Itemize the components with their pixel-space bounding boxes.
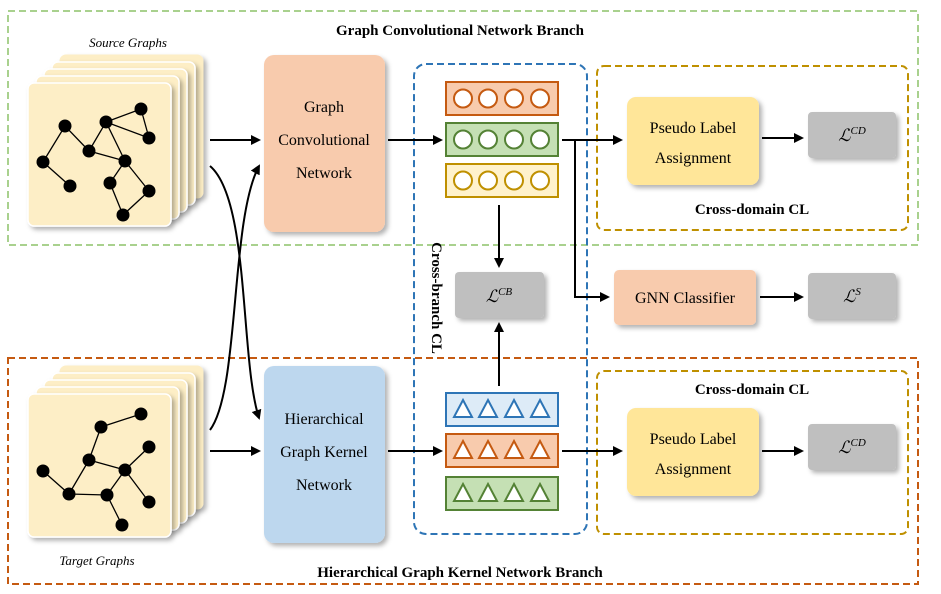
target-graphs-label: Target Graphs (59, 553, 134, 568)
loss-cd-top-shape (808, 112, 896, 158)
cross-branch-title: Cross-branch CL (428, 242, 444, 354)
loss-cb-shape (455, 272, 544, 318)
source-graph-stack (27, 54, 204, 227)
loss-cd-top-superscript: CD (850, 125, 865, 137)
gcn-feature-row-orange (445, 81, 559, 116)
arrow-features-to-classifier (574, 140, 610, 302)
gcn-branch-frame (7, 10, 919, 246)
gcn-box: Graph Convolutional Network (264, 55, 385, 232)
loss-s-superscript: S (855, 286, 861, 298)
loss-cb-box: ℒCB (455, 272, 544, 318)
hgkn-feature-row-blue (445, 392, 559, 427)
gcn-box-shape (264, 55, 385, 232)
loss-symbol: ℒ (838, 438, 851, 457)
gnn-classifier-label: GNN Classifier (635, 290, 736, 307)
loss-cd-box-top: ℒCD (808, 112, 896, 158)
pseudo-bottom-shape (627, 408, 759, 496)
top-branch-title: Graph Convolutional Network Branch (336, 23, 585, 39)
hgkn-box: Hierarchical Graph Kernel Network (264, 366, 385, 543)
loss-s-box: ℒS (808, 273, 896, 319)
gcn-label-line1: Graph (304, 99, 344, 116)
loss-symbol: ℒ (838, 126, 851, 145)
hgkn-label-line2: Graph Kernel (280, 444, 368, 461)
gnn-classifier-shape (614, 270, 756, 325)
hgkn-label-line1: Hierarchical (284, 411, 364, 428)
pseudo-label-box-bottom: Pseudo Label Assignment (627, 408, 759, 496)
target-graph-stack (27, 365, 204, 538)
loss-symbol: ℒ (843, 287, 856, 306)
pseudo-top-line2: Assignment (655, 150, 732, 167)
target-graph-nodes (36, 407, 156, 532)
pseudo-label-box-top: Pseudo Label Assignment (627, 97, 759, 185)
gnn-classifier-box: GNN Classifier (614, 270, 756, 325)
hgkn-feature-row-orange (445, 433, 559, 468)
loss-cb-text: ℒCB (486, 286, 513, 306)
bottom-branch-title: Hierarchical Graph Kernel Network Branch (317, 565, 603, 581)
hgkn-branch-frame (7, 357, 919, 585)
cross-domain-title-bottom: Cross-domain CL (695, 382, 809, 398)
loss-symbol: ℒ (486, 287, 499, 306)
hgkn-box-shape (264, 366, 385, 543)
loss-s-text: ℒS (843, 286, 861, 306)
source-graph-nodes (36, 102, 156, 222)
hgkn-feature-row-green (445, 476, 559, 511)
arrow-source-to-hgkn (209, 165, 262, 420)
loss-cd-bottom-shape (808, 424, 896, 470)
loss-cd-bottom-text: ℒCD (838, 437, 866, 457)
loss-cb-superscript: CB (498, 286, 512, 298)
arrow-target-to-gcn (209, 164, 260, 431)
cross-domain-frame-top (596, 65, 909, 231)
loss-cd-bottom-superscript: CD (850, 437, 865, 449)
loss-cd-top-text: ℒCD (838, 125, 866, 145)
pseudo-top-shape (627, 97, 759, 185)
gcn-label-line3: Network (296, 165, 352, 182)
connector-arrows (209, 133, 804, 456)
cross-domain-title-top: Cross-domain CL (695, 202, 809, 218)
gcn-label-line2: Convolutional (278, 132, 370, 149)
cross-branch-frame (413, 63, 588, 535)
cross-domain-frame-bottom (596, 370, 909, 535)
pseudo-bottom-line2: Assignment (655, 461, 732, 478)
hgkn-label-line3: Network (296, 477, 352, 494)
gcn-feature-row-green (445, 122, 559, 157)
loss-cd-box-bottom: ℒCD (808, 424, 896, 470)
pseudo-bottom-line1: Pseudo Label (650, 431, 737, 448)
target-card (27, 393, 172, 538)
loss-s-shape (808, 273, 896, 319)
gcn-feature-row-yellow (445, 163, 559, 198)
source-graphs-label: Source Graphs (89, 35, 167, 50)
pseudo-top-line1: Pseudo Label (650, 120, 737, 137)
